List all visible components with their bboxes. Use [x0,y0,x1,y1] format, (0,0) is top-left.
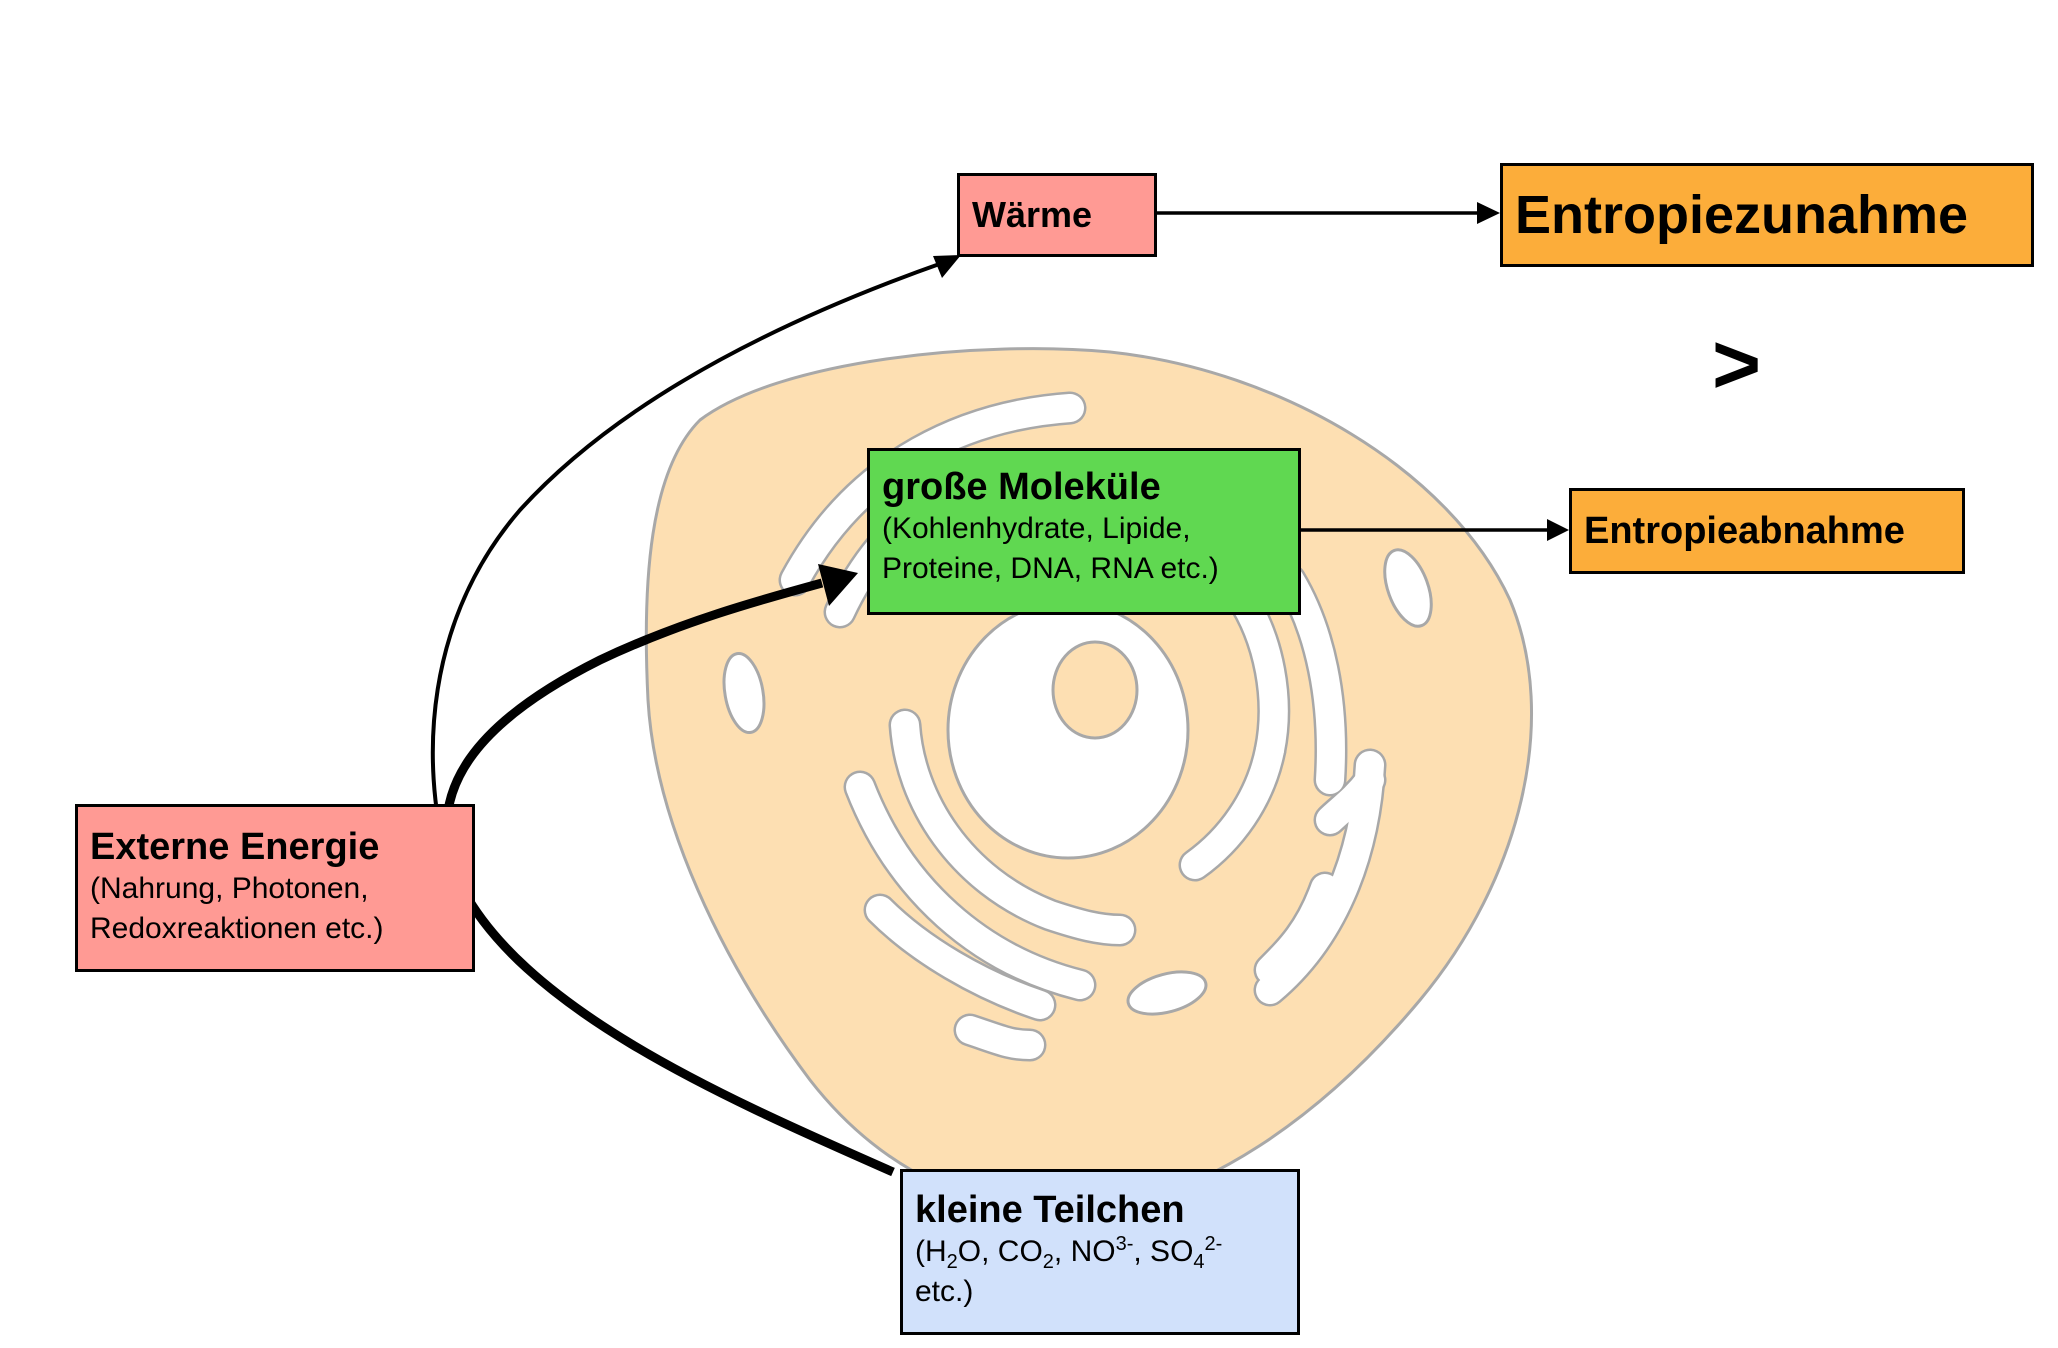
node-subtitle-line: etc.) [915,1275,974,1308]
formula-superscript: 3- [1115,1233,1134,1255]
node-subtitle-line: Redoxreaktionen etc.) [90,912,384,945]
node-subtitle-line: (Nahrung, Photonen, [90,872,369,905]
node-title: Entropiezunahme [1515,185,1969,245]
vesicle [722,651,766,735]
node-title: Externe Energie [90,826,380,868]
node-title: kleine Teilchen [915,1189,1185,1231]
node-grosse-molekuele: große Moleküle (Kohlenhydrate, Lipide, P… [867,448,1301,615]
formula-text: , SO [1133,1235,1194,1268]
formula-subscript: 2 [1042,1251,1054,1273]
arrow-teilchen-to-molekuele [442,564,895,1177]
arrow-molekuele-to-entropieabnahme [1301,519,1569,541]
node-waerme: Wärme [957,173,1157,257]
nucleolus [1051,640,1139,740]
vesicle [1383,548,1433,628]
node-title: Wärme [972,194,1093,235]
node-title: große Moleküle [882,466,1161,508]
node-subtitle-line: (Kohlenhydrate, Lipide, [882,512,1191,545]
greater-than-symbol: > [1712,317,1762,411]
formula-text: (H [915,1235,947,1268]
formula-text: , NO [1053,1235,1116,1268]
node-formula-line: (H2O, CO2, NO3-, SO42- [915,1232,1285,1272]
formula-subscript: 2 [946,1251,958,1273]
formula-subscript: 4 [1193,1251,1205,1273]
node-kleine-teilchen: kleine Teilchen (H2O, CO2, NO3-, SO42- e… [900,1169,1300,1335]
node-entropiezunahme: Entropiezunahme [1500,163,2034,267]
node-externe-energie: Externe Energie (Nahrung, Photonen, Redo… [75,804,475,972]
vesicle [1126,970,1208,1016]
node-title: Entropieabnahme [1584,510,1905,552]
node-subtitle-line: Proteine, DNA, RNA etc.) [882,552,1219,585]
formula-text: O, CO [957,1235,1043,1268]
node-entropieabnahme: Entropieabnahme [1569,488,1965,574]
formula-superscript: 2- [1204,1233,1223,1255]
arrow-waerme-to-entropiezunahme [1157,202,1500,224]
arrow-energie-to-waerme [430,255,961,863]
